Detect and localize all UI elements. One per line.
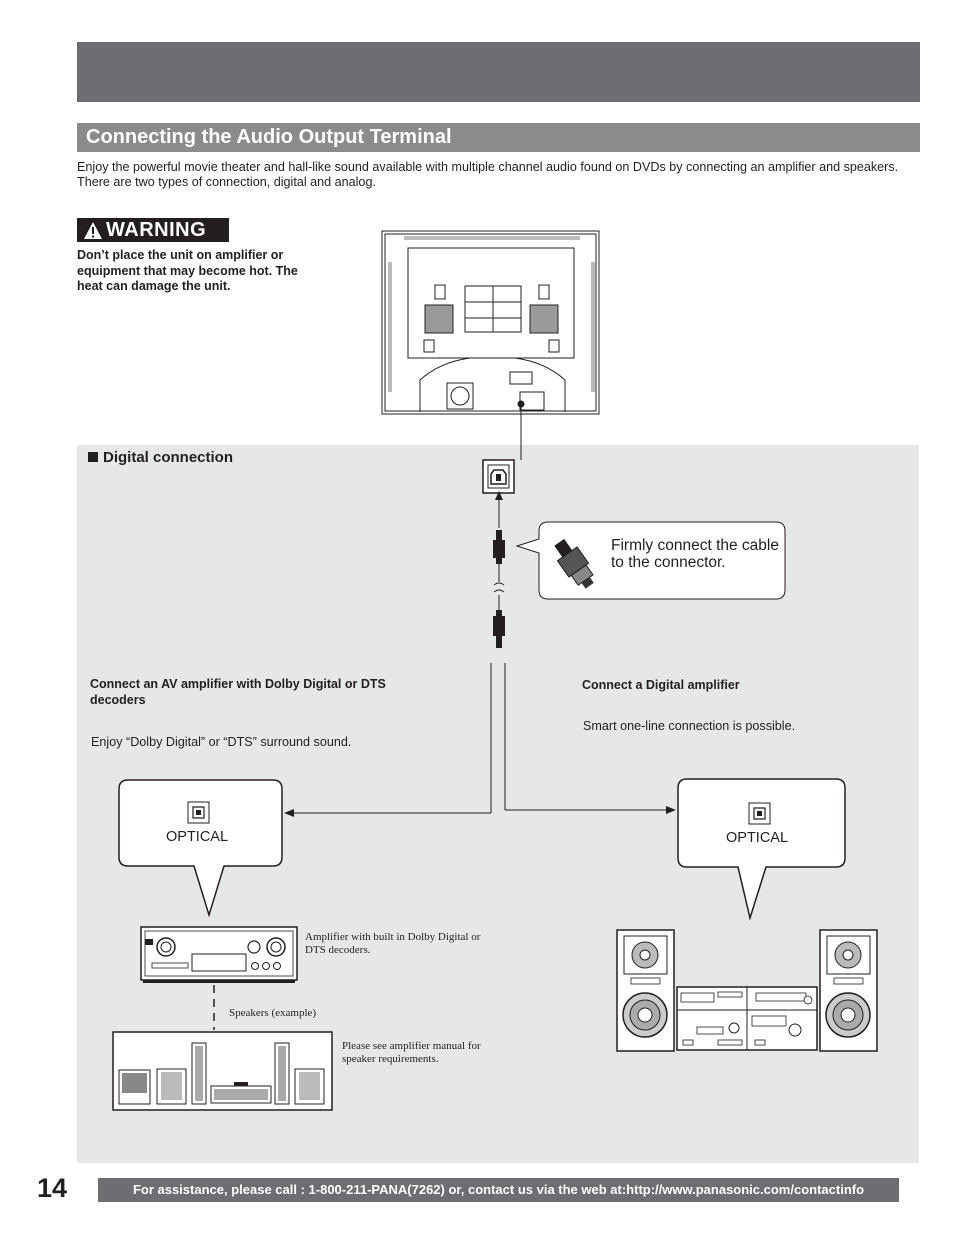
speaker-set-illustration <box>112 1031 333 1111</box>
bullet-square-icon <box>88 452 98 462</box>
optical-bubble-right <box>677 778 846 921</box>
digital-connection-heading: Digital connection <box>88 449 233 466</box>
warning-badge <box>77 218 229 242</box>
tv-rear-panel-illustration <box>381 230 600 415</box>
section-title: Connecting the Audio Output Terminal <box>86 126 452 148</box>
amplifier-note: Amplifier with built in Dolby Digital or… <box>305 931 481 956</box>
digital-connection-heading-label: Digital connection <box>103 449 234 466</box>
assistance-text: For assistance, please call : 1-800-211-… <box>132 1182 865 1197</box>
intro-paragraph: Enjoy the powerful movie theater and hal… <box>77 160 899 189</box>
callout-text: Firmly connect the cable to the connecto… <box>611 537 779 571</box>
footer-bar <box>98 1178 899 1202</box>
optical-plug-icon <box>493 530 505 648</box>
header-bar <box>77 42 920 102</box>
optical-label-left: OPTICAL <box>166 829 229 845</box>
digital-amplifier-heading: Connect a Digital amplifier <box>582 678 740 692</box>
optical-bubble-left <box>118 779 283 918</box>
warning-text: Don’t place the unit on amplifier or equ… <box>77 248 298 293</box>
speakers-note: Speakers (example) <box>229 1007 317 1019</box>
digital-amplifier-description: Smart one-line connection is possible. <box>583 719 796 733</box>
digital-amplifier-system-illustration <box>616 929 878 1052</box>
av-amplifier-illustration <box>140 926 298 983</box>
av-amplifier-heading: Connect an AV amplifier with Dolby Digit… <box>90 677 386 707</box>
section-title-bar <box>77 123 920 152</box>
optical-label-right: OPTICAL <box>726 830 789 846</box>
av-amplifier-description: Enjoy “Dolby Digital” or “DTS” surround … <box>91 735 352 749</box>
optical-jack-icon <box>482 459 515 494</box>
page-number: 14 <box>37 1173 68 1203</box>
warning-label: WARNING <box>106 219 207 241</box>
manual-note: Please see amplifier manual for speaker … <box>342 1040 481 1065</box>
cable-callout-bubble <box>515 521 786 600</box>
